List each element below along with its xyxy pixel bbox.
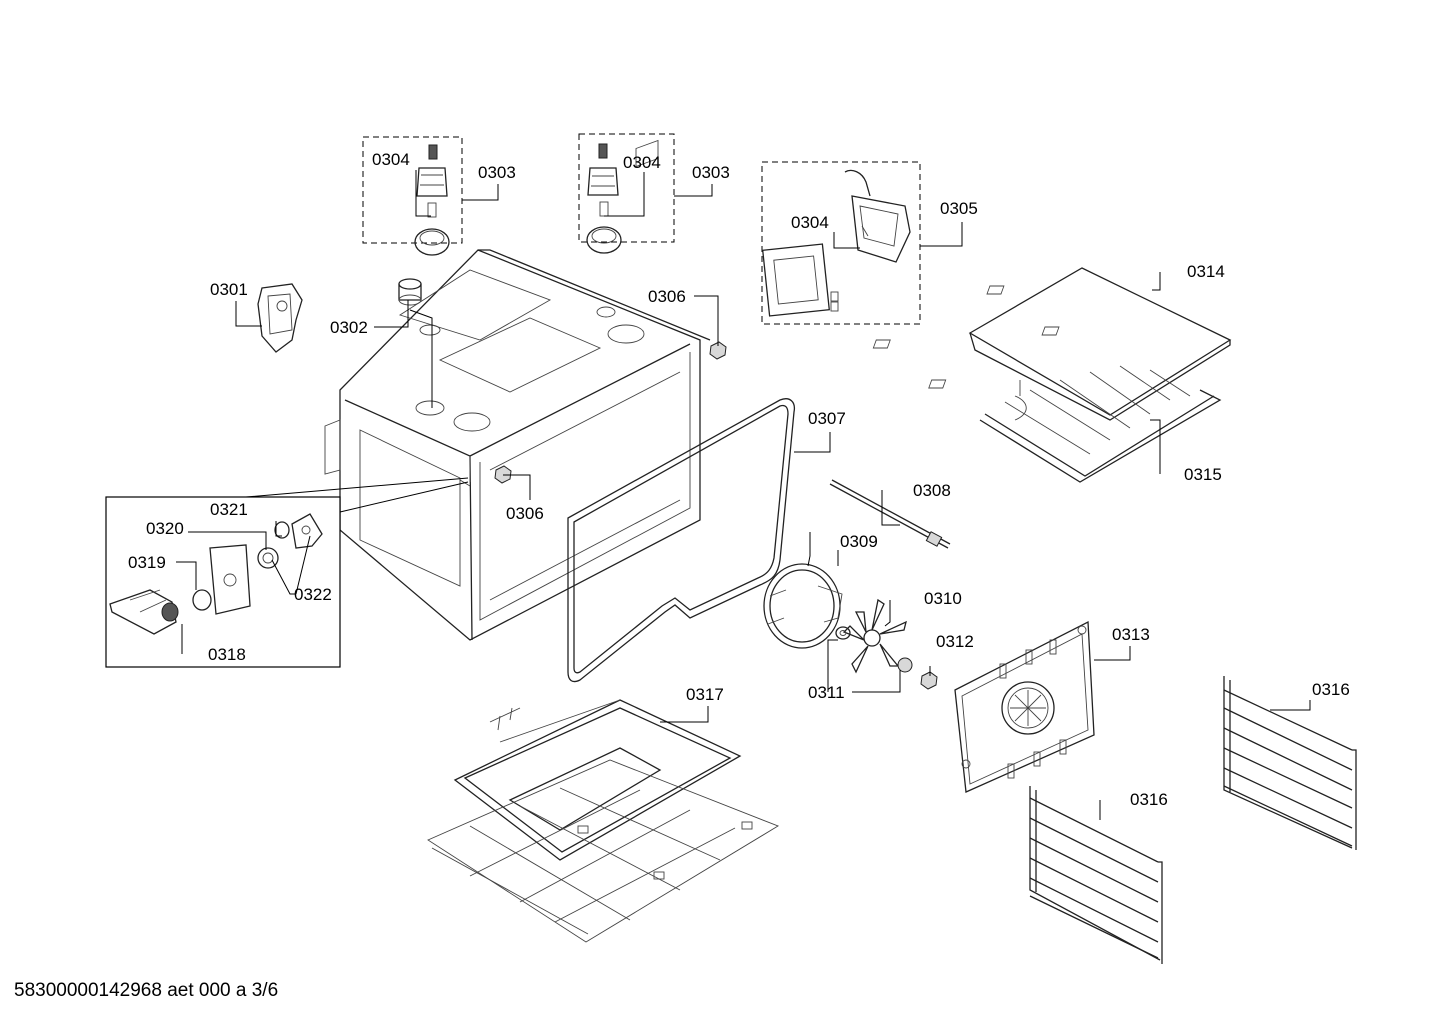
convection-heater-ring xyxy=(763,563,843,649)
label-0307: 0307 xyxy=(808,409,846,428)
label-0312: 0312 xyxy=(936,632,974,651)
grill-cover-plate xyxy=(872,267,1232,421)
fan-cover-panel xyxy=(954,620,1095,793)
label-0316-right: 0316 xyxy=(1312,680,1350,699)
fan-impeller xyxy=(842,598,907,674)
label-0306-upper: 0306 xyxy=(648,287,686,306)
label-0311: 0311 xyxy=(808,683,845,702)
label-0322: 0322 xyxy=(294,585,332,604)
label-0306-lower: 0306 xyxy=(506,504,544,523)
label-0321: 0321 xyxy=(210,500,248,519)
label-0303-right: 0303 xyxy=(692,163,730,182)
door-lock-motor xyxy=(257,283,303,353)
label-0317: 0317 xyxy=(686,685,724,704)
label-0314: 0314 xyxy=(1187,262,1225,281)
detail-inset-box xyxy=(105,496,341,668)
lamp-assembly-left xyxy=(414,144,450,256)
nut-0306-upper xyxy=(709,341,727,360)
label-0302: 0302 xyxy=(330,318,368,337)
label-0320: 0320 xyxy=(146,519,184,538)
lamp-socket xyxy=(398,278,422,306)
lamp-group-box-right xyxy=(578,133,675,243)
label-0319: 0319 xyxy=(128,553,166,572)
label-0304-side: 0304 xyxy=(791,213,829,232)
label-0313: 0313 xyxy=(1112,625,1150,644)
label-0318: 0318 xyxy=(208,645,246,664)
oven-cavity xyxy=(324,139,711,641)
label-0309: 0309 xyxy=(840,532,878,551)
label-0304-right: 0304 xyxy=(623,153,661,172)
side-lamp-assembly xyxy=(762,169,911,317)
label-0315: 0315 xyxy=(1184,465,1222,484)
document-code: 58300000142968 aet 000 a 3/6 xyxy=(14,980,279,1001)
label-0308: 0308 xyxy=(913,481,951,500)
inset-parts xyxy=(109,513,323,635)
top-heating-element xyxy=(979,365,1222,483)
part-labels: 0301 0302 0303 0303 0304 0304 0304 0305 … xyxy=(128,150,1350,809)
lamp-group-box-left xyxy=(362,136,463,244)
label-0303-left: 0303 xyxy=(478,163,516,182)
label-0310: 0310 xyxy=(924,589,962,608)
label-0305: 0305 xyxy=(940,199,978,218)
lamp-assembly-right xyxy=(586,143,622,254)
leader-lines xyxy=(176,170,1311,820)
door-seal xyxy=(567,398,796,683)
label-0316-left: 0316 xyxy=(1130,790,1168,809)
label-0304-left: 0304 xyxy=(372,150,410,169)
temperature-sensor xyxy=(829,479,951,549)
bottom-plate xyxy=(427,759,780,943)
side-rack-right xyxy=(1223,676,1357,850)
fan-nut xyxy=(897,657,913,673)
side-rack-left xyxy=(1029,786,1163,964)
detail-callout-lines xyxy=(245,477,469,513)
washer xyxy=(835,626,851,640)
bottom-heating-element xyxy=(453,699,742,861)
label-0301: 0301 xyxy=(210,280,248,299)
side-lamp-group-box xyxy=(761,161,921,325)
nut-0312 xyxy=(920,671,938,690)
